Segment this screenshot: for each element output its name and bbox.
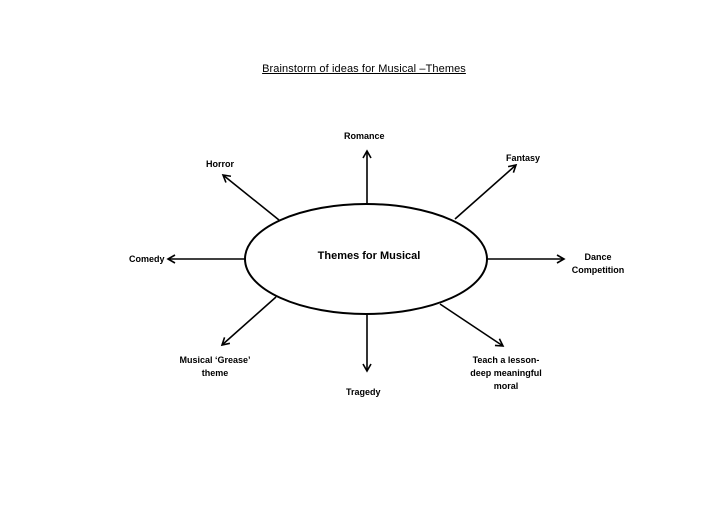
arrow-teach — [439, 303, 505, 347]
arrow-fantasy — [454, 163, 518, 220]
theme-teach-line-1: Teach a lesson- — [472, 355, 540, 365]
theme-dance-competition: Dance Competition — [570, 251, 626, 277]
theme-teach-lesson: Teach a lesson- deep meaningful moral — [466, 354, 546, 393]
theme-tragedy: Tragedy — [346, 387, 381, 397]
theme-musical-grease: Musical ‘Grease’ theme — [176, 354, 254, 380]
arrow-grease — [220, 296, 277, 347]
center-label: Themes for Musical — [317, 250, 421, 262]
theme-grease-line-1: Musical ‘Grease’ — [179, 355, 251, 365]
arrow-horror — [221, 173, 280, 221]
theme-dance-line-1: Dance — [584, 252, 612, 262]
diagram-title: Brainstorm of ideas for Musical –Themes — [262, 63, 466, 75]
theme-grease-line-2: theme — [201, 368, 229, 378]
theme-horror: Horror — [206, 159, 235, 169]
theme-teach-line-3: moral — [493, 381, 519, 391]
theme-romance: Romance — [344, 131, 385, 141]
theme-dance-line-2: Competition — [571, 265, 625, 275]
theme-comedy: Comedy — [129, 254, 165, 264]
theme-fantasy: Fantasy — [506, 153, 541, 163]
theme-teach-line-2: deep meaningful — [470, 368, 542, 378]
